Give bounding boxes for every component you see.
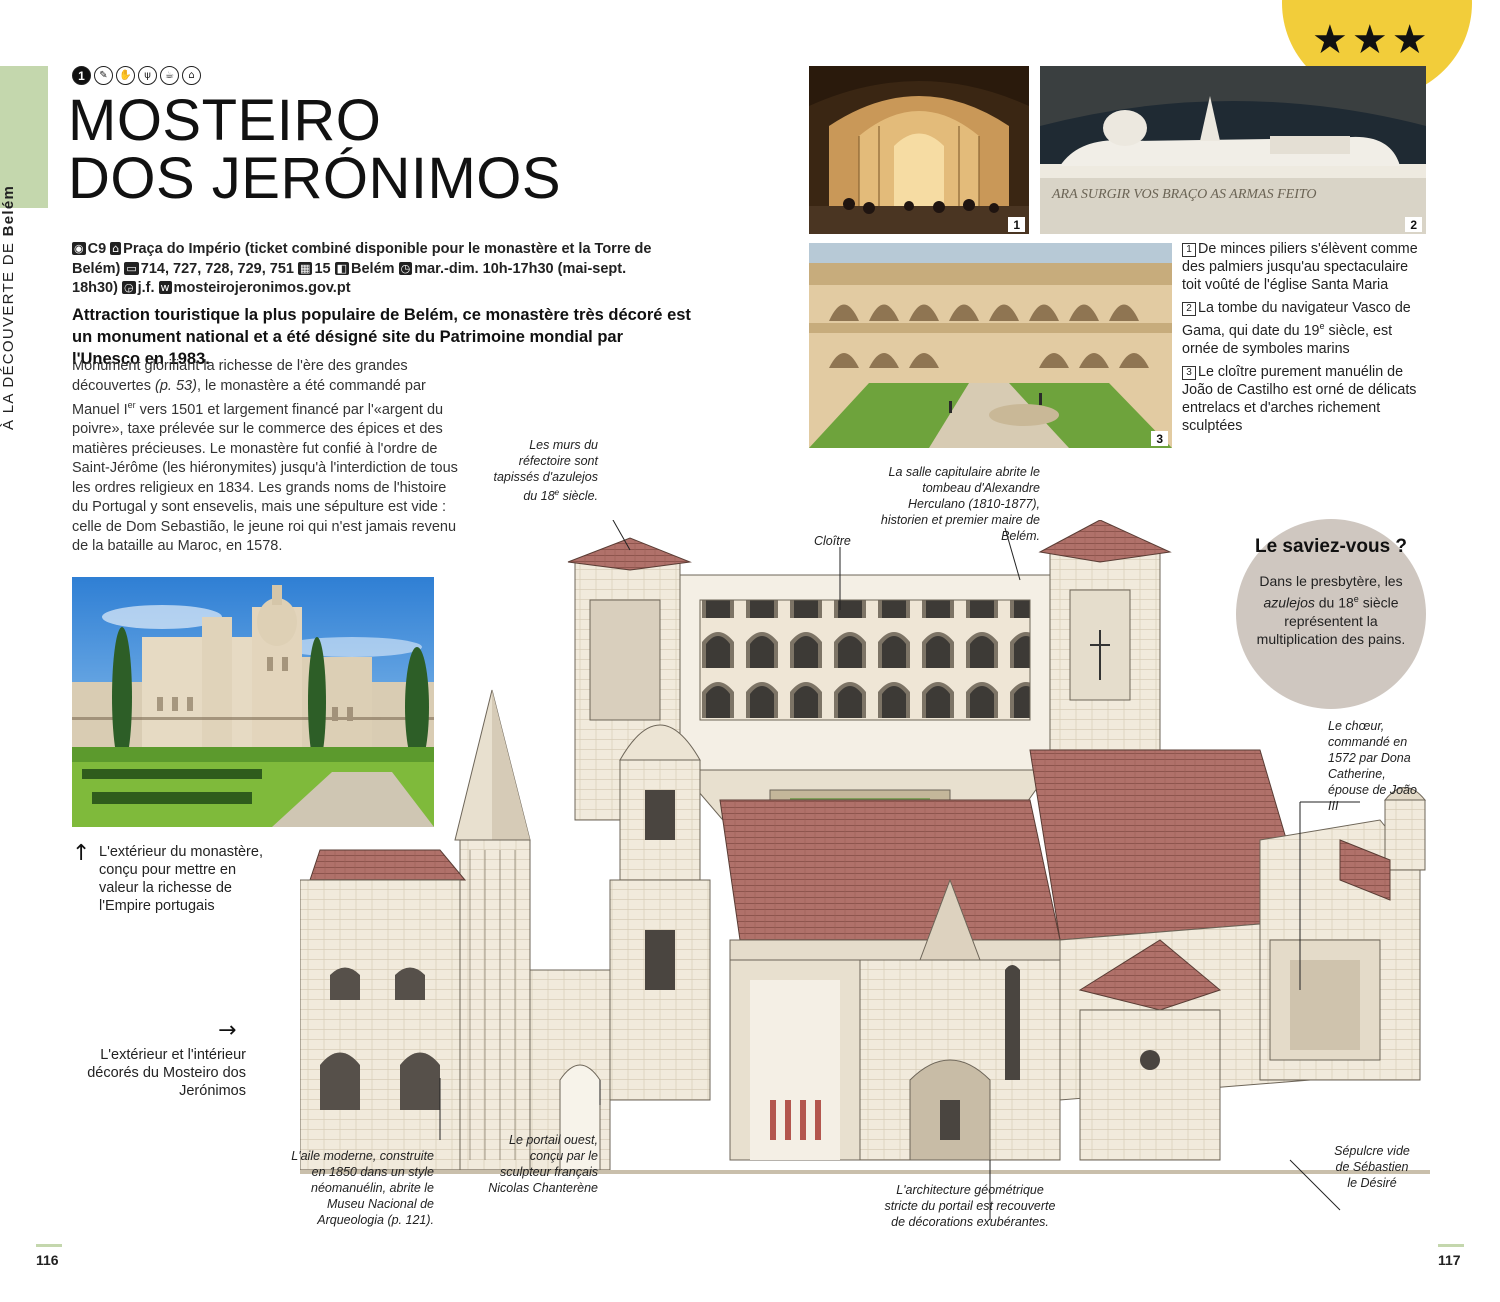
lead-paragraph: Attraction touristique la plus populaire… [72,306,691,368]
page-bar-left [36,1244,62,1247]
annotation-choir: Le chœur, commandé en 1572 par Dona Cath… [1328,719,1417,813]
page-number-left: 116 [36,1252,59,1268]
ticket-icon: ✎ [94,66,113,85]
did-you-know-circle [1236,519,1426,709]
icon-row: 1 ✎ ✋ ψ ☕ ⌂ [72,66,201,85]
practical-info: ◉C9 ⌂Praça do Império (ticket combiné di… [72,240,652,299]
shop-icon: ⌂ [182,66,201,85]
section-label: À LA DÉCOUVERTE DE Belém [0,185,17,430]
illustration-caption: L'extérieur et l'intérieur décorés du Mo… [87,1047,246,1099]
bus-icon: ▭ [124,261,139,275]
annotation-empty-tomb: Sépulcre vide de Sébastien le Désiré [1334,1144,1410,1190]
cafe-icon: ☕ [160,66,179,85]
photo-number-1: 1 [1008,217,1025,232]
title-line-2: DOS JERÓNIMOS [68,146,562,211]
right-arrow-icon: → [218,1018,237,1043]
title-line-1: MOSTEIRO [68,88,382,153]
tomb-inscription: ARA SURGIR VOS BRAÇO AS ARMAS FEITO [1051,187,1317,202]
section-prefix: À LA DÉCOUVERTE DE [0,241,17,430]
website[interactable]: mosteirojeronimos.gov.pt [173,280,351,296]
clock-icon: ◷ [398,261,413,275]
hand-icon: ✋ [116,66,135,85]
exterior-photo [72,577,434,827]
page-bar-right [1438,1244,1464,1247]
body-paragraph: Monument glorifiant la richesse de l'ère… [72,358,458,555]
page-reference[interactable]: (p. 53) [155,377,197,394]
tram-line: 15 [314,260,331,277]
restaurant-icon: ψ [138,66,157,85]
page-number-right: 117 [1438,1252,1461,1268]
map-pin-icon: ◉ [72,242,86,255]
bus-lines: 714, 727, 728, 729, 751 [140,260,294,277]
annotation-west-portal: Le portail ouest, conçu par le sculpteur… [488,1133,598,1195]
did-you-know-title: Le saviez-vous ? [1254,536,1408,557]
address: Praça do Império (ticket combiné disponi… [72,241,652,277]
train-icon: ◧ [334,261,350,275]
monastery-illustration [299,489,1460,1240]
page-title: MOSTEIRO DOS JERÓNIMOS [68,92,561,208]
star-rating-icon: ★★★ [1312,17,1432,63]
annotation-chapter-house: La salle capitulaire abrite le tombeau d… [880,465,1040,543]
section-place: Belém [0,184,17,237]
photo-number-2: 2 [1405,217,1422,232]
opening-hours: mar.-dim. 10h-17h30 (mai-sept. 18h30) [72,260,627,297]
section-tab [0,66,48,208]
closing-days: j.f. [137,280,155,296]
map-ref: C9 [87,241,107,257]
up-arrow-icon: ↑ [72,841,91,866]
web-icon: w [158,281,172,294]
cloister-photo: 3 [809,243,1172,448]
annotation-south-portal: L'architecture géométrique stricte du po… [884,1183,1056,1229]
annotation-cloister: Cloître [814,534,851,548]
did-you-know-text: Dans le presbytère, les azulejos du 18e … [1256,573,1406,647]
tomb-photo: ARA SURGIR VOS BRAÇO AS ARMAS FEITO 2 [1040,66,1426,234]
annotation-refectory: Les murs du réfectoire sont tapissés d'a… [493,438,598,504]
number-1-icon: 1 [72,66,91,85]
photo-number-3: 3 [1151,431,1168,446]
exterior-caption: L'extérieur du monastère, conçu pour met… [99,844,263,914]
annotation-modern-wing: L'aile moderne, construite en 1850 dans … [291,1149,434,1227]
train-station: Belém [351,260,395,277]
closed-icon: ◶ [121,281,136,294]
address-icon: ⌂ [110,242,122,255]
tram-icon: ▦ [298,261,313,275]
church-interior-photo: 1 [809,66,1029,234]
